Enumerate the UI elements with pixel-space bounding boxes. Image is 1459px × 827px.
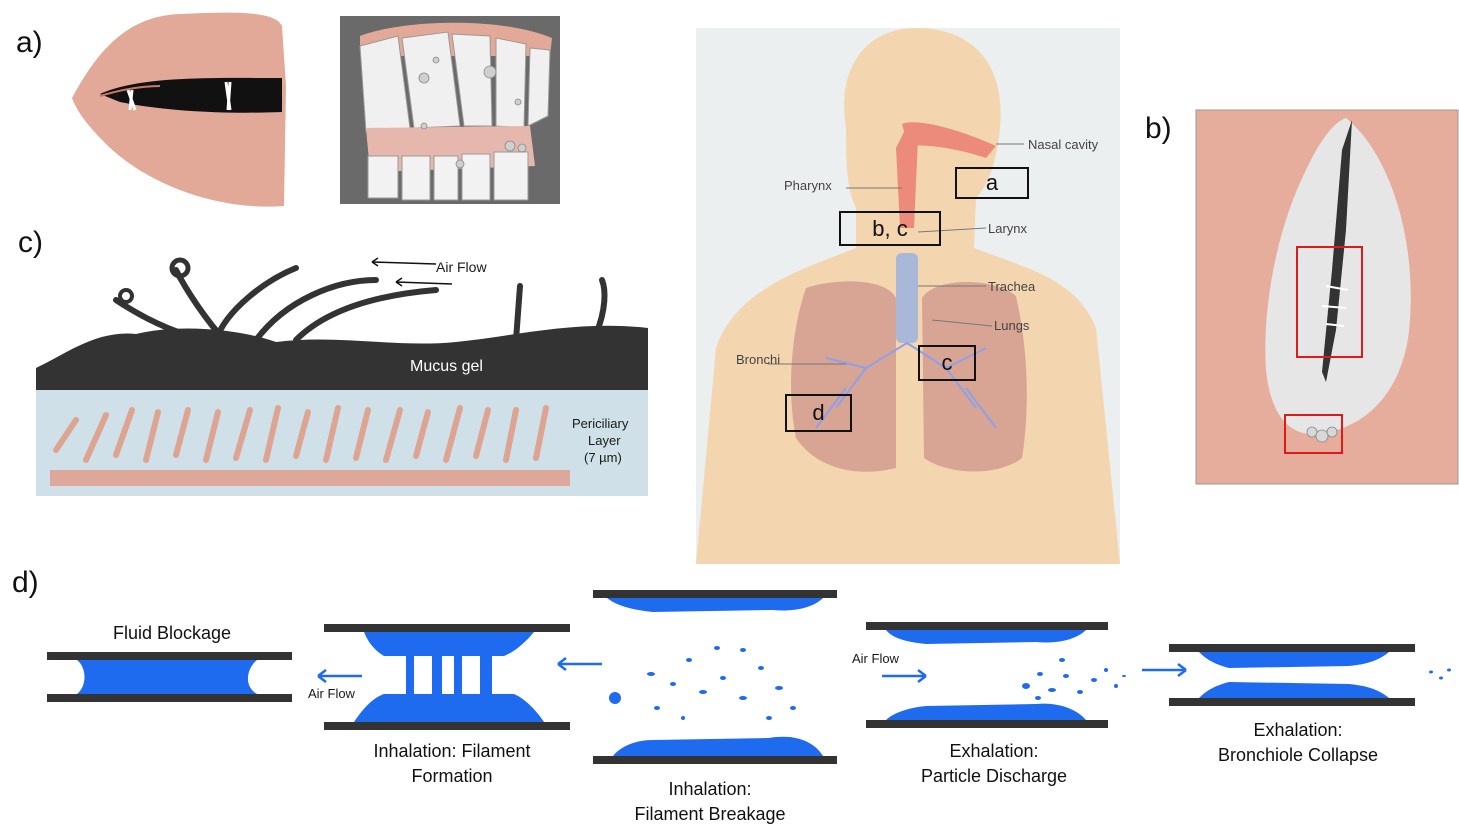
label-lungs: Lungs xyxy=(994,318,1029,333)
region-box-c: c xyxy=(918,345,976,381)
panel-label-a: a) xyxy=(16,26,43,60)
label-bronchi: Bronchi xyxy=(736,352,780,367)
lips-illustration xyxy=(60,6,300,216)
panel-label-b: b) xyxy=(1145,112,1172,146)
region-box-a: a xyxy=(955,167,1029,199)
panel-label-d: d) xyxy=(12,566,39,600)
periciliary-label-3: (7 µm) xyxy=(584,450,622,465)
airflow-label-d2: Air Flow xyxy=(852,651,899,666)
stage-bronchiole-collapse xyxy=(1169,642,1459,710)
periciliary-label-1: Periciliary xyxy=(572,416,628,431)
teeth-illustration xyxy=(340,16,560,206)
stage-fluid-blockage xyxy=(47,650,297,704)
stage-filament-formation xyxy=(324,622,574,734)
trachea xyxy=(896,253,918,343)
caption-collapse-1: Exhalation: xyxy=(1198,719,1398,742)
caption-discharge-2: Particle Discharge xyxy=(884,765,1104,788)
caption-formation-2: Formation xyxy=(342,765,562,788)
label-pharynx: Pharynx xyxy=(784,178,832,193)
caption-breakage-2: Filament Breakage xyxy=(600,803,820,826)
airflow-arrow-right-1 xyxy=(880,668,932,684)
label-nasal-cavity: Nasal cavity xyxy=(1028,137,1098,152)
caption-collapse-2: Bronchiole Collapse xyxy=(1188,744,1408,767)
region-box-bc: b, c xyxy=(839,211,941,246)
label-trachea: Trachea xyxy=(988,279,1035,294)
respiratory-system-illustration xyxy=(696,28,1120,564)
mucus-layer-illustration xyxy=(36,250,652,500)
caption-discharge-1: Exhalation: xyxy=(894,740,1094,763)
airflow-label-c: Air Flow xyxy=(436,259,487,275)
vocal-fold-illustration xyxy=(1196,110,1458,484)
caption-breakage-1: Inhalation: xyxy=(610,778,810,801)
label-larynx: Larynx xyxy=(988,221,1027,236)
left-lung xyxy=(791,281,896,471)
caption-formation-1: Inhalation: Filament xyxy=(342,740,562,763)
caption-fluid-blockage: Fluid Blockage xyxy=(92,622,252,645)
region-box-d: d xyxy=(785,394,852,432)
mucus-gel-label: Mucus gel xyxy=(410,358,483,376)
stage-filament-breakage xyxy=(593,588,841,768)
periciliary-label-2: Layer xyxy=(588,433,621,448)
